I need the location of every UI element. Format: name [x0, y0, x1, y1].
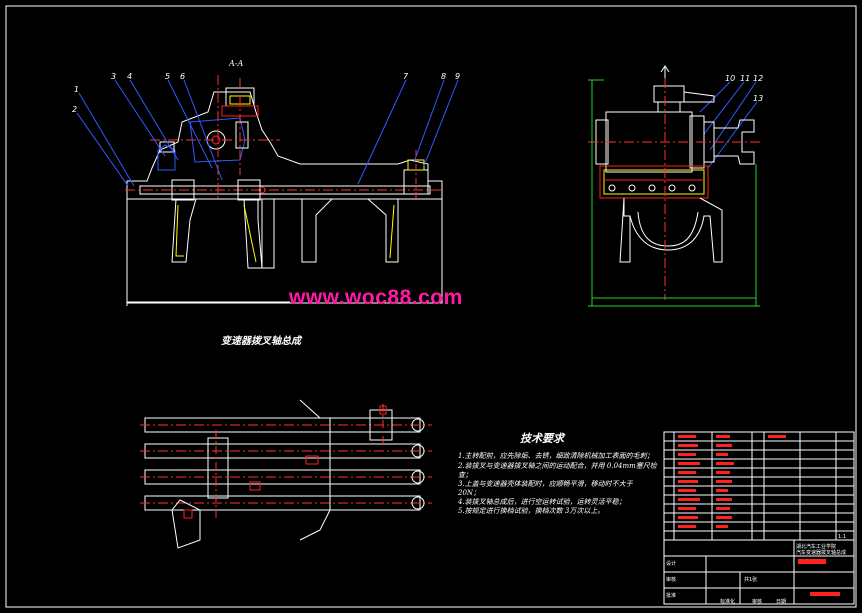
leader-lines [76, 79, 758, 187]
tb-designer: 设计 [666, 561, 677, 567]
section-label: A-A [229, 59, 244, 68]
balloon-1: 1 [74, 85, 80, 94]
balloon-2: 2 [72, 105, 78, 114]
tb-bottom-label-2: 审核 [752, 599, 763, 605]
drawing-title: 变速器拨叉轴总成 [221, 336, 301, 347]
tech-line-4: 3.上盖与变速器壳体装配时，应顺畅平滑，移动时不大于 [458, 480, 633, 488]
balloon-4: 4 [127, 72, 133, 81]
balloon-5: 5 [165, 72, 171, 81]
tech-line-5: 20N； [458, 489, 481, 497]
tb-bottom-label-1: 标准化 [720, 599, 736, 605]
title-block [663, 431, 855, 605]
tb-scale: 1:1 [838, 534, 847, 540]
balloon-11: 11 [740, 74, 751, 83]
tech-line-6: 4.装拨叉轴总成后，进行空运转试验，运转灵活平稳； [458, 498, 626, 506]
tech-requirements-title: 技术要求 [520, 432, 564, 445]
tb-approver: 批准 [666, 593, 677, 599]
tech-line-3: 查； [458, 471, 472, 479]
tb-checker: 审核 [666, 577, 677, 583]
balloon-9: 9 [455, 72, 461, 81]
parts-list-marks [678, 435, 840, 596]
balloon-10: 10 [725, 74, 736, 83]
plan-view [140, 399, 432, 549]
tb-sheet: 共1张 [744, 577, 758, 583]
balloon-6: 6 [180, 72, 186, 81]
tech-line-2: 2.装拨叉与变速器拨叉轴之间的运动配合，并用 0.04mm塞尺检 [458, 462, 657, 470]
balloon-3: 3 [111, 72, 117, 81]
balloon-12: 12 [753, 74, 764, 83]
front-section-view [125, 75, 444, 306]
balloon-7: 7 [403, 72, 409, 81]
side-view [588, 65, 762, 307]
balloon-8: 8 [441, 72, 447, 81]
drawing-border [5, 5, 857, 608]
tb-project: 汽车变速器拨叉轴总成 [796, 550, 847, 556]
balloon-13: 13 [753, 94, 764, 103]
tb-bottom-label-3: 日期 [776, 599, 787, 605]
tech-line-7: 5.按规定进行换档试验，换档次数 3万次以上。 [458, 507, 605, 515]
tb-school: 湖北汽车工业学院 [796, 544, 837, 550]
watermark: www.woc88.com [289, 286, 463, 309]
tech-line-1: 1.主转配前，应先除垢、去锈，细致清除机械加工表面的毛刺； [458, 452, 654, 460]
